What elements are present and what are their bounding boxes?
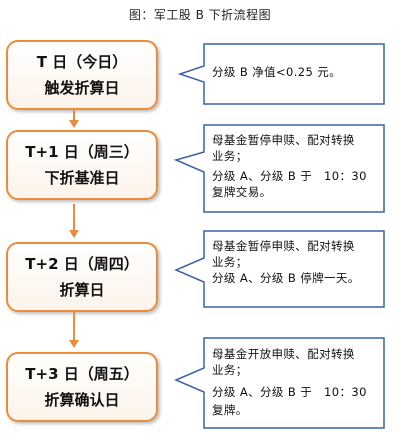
callout-line: 分级 B 净值<0.25 元。 <box>212 65 342 79</box>
callout-box-3 <box>174 230 385 308</box>
step-event-label: 折算日 <box>59 281 105 299</box>
step-event-label: 触发折算日 <box>44 79 120 97</box>
callout-line: 母基金暂停申赎、配对转换 <box>212 239 355 253</box>
step-date-label: T+3 日（周五） <box>25 365 139 383</box>
callout-line: 业务； <box>212 363 248 377</box>
step-box-t3: T+3 日（周五） 折算确认日 <box>6 352 158 422</box>
callout-line: 业务； <box>212 149 248 163</box>
callout-line: 分级 A、分级 B 于 10：30 <box>212 385 367 399</box>
step-date-label: T+2 日（周四） <box>25 255 139 273</box>
down-arrow-icon <box>69 312 79 348</box>
callout-box-4 <box>174 337 385 429</box>
callout-line: 复牌交易。 <box>212 185 272 199</box>
step-box-t2: T+2 日（周四） 折算日 <box>6 242 158 312</box>
callout-box-2 <box>173 124 385 213</box>
callout-text-2: 母基金暂停申赎、配对转换 业务； 分级 A、分级 B 于 10：30 复牌交易。 <box>212 132 367 200</box>
step-event-label: 下折基准日 <box>44 169 120 187</box>
callout-line: 业务； <box>212 255 248 269</box>
callout-text-3: 母基金暂停申赎、配对转换 业务； 分级 A、分级 B 停牌一天。 <box>212 238 360 286</box>
callout-line: 复牌。 <box>212 403 248 417</box>
step-box-t: T 日（今日） 触发折算日 <box>6 40 158 110</box>
down-arrow-icon <box>69 110 79 128</box>
callout-line: 分级 A、分级 B 停牌一天。 <box>212 271 360 285</box>
callout-text-4: 母基金开放申赎、配对转换 业务； 分级 A、分级 B 于 10：30 复牌。 <box>212 346 367 418</box>
callout-line: 母基金开放申赎、配对转换 <box>212 347 355 361</box>
step-event-label: 折算确认日 <box>44 391 120 409</box>
step-box-t1: T+1 日（周三） 下折基准日 <box>6 130 158 200</box>
callout-text-1: 分级 B 净值<0.25 元。 <box>212 64 341 80</box>
down-arrow-icon <box>69 204 79 238</box>
page-title: 图：军工股 B 下折流程图 <box>128 8 272 22</box>
step-date-label: T 日（今日） <box>36 53 128 71</box>
step-date-label: T+1 日（周三） <box>25 143 139 161</box>
callout-line: 母基金暂停申赎、配对转换 <box>212 133 355 147</box>
callout-box-1 <box>177 43 385 105</box>
callout-line: 分级 A、分级 B 于 10：30 <box>212 169 367 183</box>
